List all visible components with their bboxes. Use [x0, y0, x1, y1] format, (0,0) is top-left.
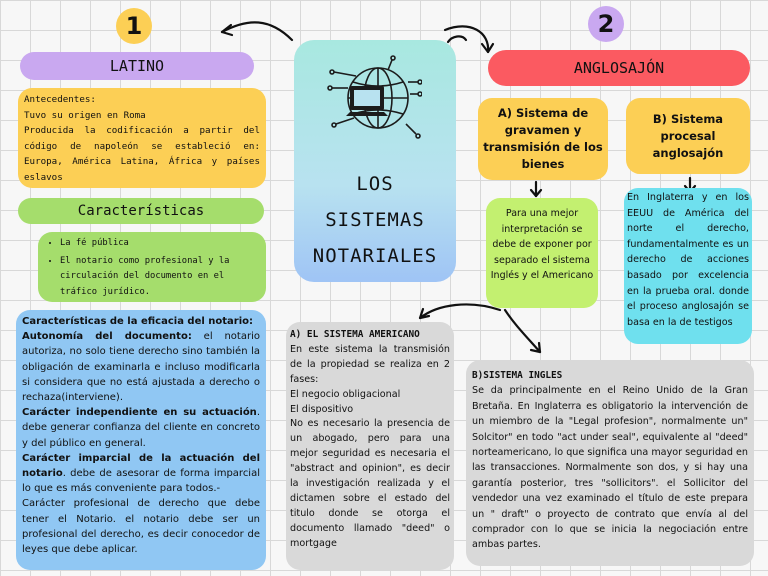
antecedentes-box: Antecedentes: Tuvo su origen en Roma Pro… [18, 88, 266, 188]
americano-line: No es necesario la presencia de un aboga… [290, 418, 450, 549]
number-badge-2: 2 [588, 6, 624, 42]
central-title-line: SISTEMAS [325, 209, 425, 231]
arrow-to-americano [418, 303, 502, 320]
caracteristica-item: La fé pública [60, 236, 258, 252]
central-title-line: LOS [356, 173, 394, 195]
anglosajon-title: ANGLOSAJÓN [488, 50, 750, 86]
americano-line: El dispositivo [290, 403, 354, 415]
caracteristica-item: El notario como profesional y la circula… [60, 254, 258, 301]
ingles-text: Se da principalmente en el Reino Unido d… [472, 385, 748, 551]
central-title-card: LOS SISTEMAS NOTARIALES [294, 40, 456, 282]
sistema-a-title: A) Sistema de gravamen y transmisión de … [478, 98, 608, 180]
central-title-line: NOTARIALES [312, 245, 438, 267]
sistema-b-body: En Inglaterra y en los EEUU de América d… [624, 188, 752, 344]
ingles-box: B)SISTEMA INGLES Se da principalmente en… [466, 360, 754, 566]
arrow-to-latino [220, 21, 294, 42]
eficacia-item: Carácter independiente en su actuación. … [22, 407, 260, 449]
eficacia-item: Carácter imparcial de la actuación del n… [22, 452, 260, 495]
caracteristicas-title: Características [18, 198, 264, 224]
globe-computer-icon [327, 55, 422, 139]
arrow-to-ingles [503, 308, 542, 354]
americano-title: A) EL SISTEMA AMERICANO [290, 329, 420, 340]
ingles-title: B)SISTEMA INGLES [472, 370, 563, 381]
eficacia-heading: Características de la eficacia del notar… [22, 316, 254, 327]
eficacia-item: Autonomía del documento: el notario auto… [22, 331, 260, 404]
eficacia-item: Carácter profesional de derecho que debe… [22, 498, 260, 556]
americano-line: El negocio obligacional [290, 388, 401, 400]
antecedentes-line: Producida la codificación a partir del c… [24, 125, 260, 183]
arrow-to-anglosajon [443, 25, 490, 54]
sistema-a-body: Para una mejor interpretación se debe de… [486, 198, 598, 308]
latino-title: LATINO [20, 52, 254, 80]
number-badge-1: 1 [116, 8, 152, 44]
eficacia-box: Características de la eficacia del notar… [16, 310, 266, 570]
americano-box: A) EL SISTEMA AMERICANO En este sistema … [286, 322, 454, 570]
caracteristicas-box: La fé pública El notario como profesiona… [38, 232, 266, 302]
sistema-b-title: B) Sistema procesal anglosajón [626, 98, 750, 174]
antecedentes-line: Tuvo su origen en Roma [24, 109, 146, 121]
americano-line: En este sistema la transmisión de la pro… [290, 343, 450, 385]
antecedentes-heading: Antecedentes: [24, 94, 96, 105]
